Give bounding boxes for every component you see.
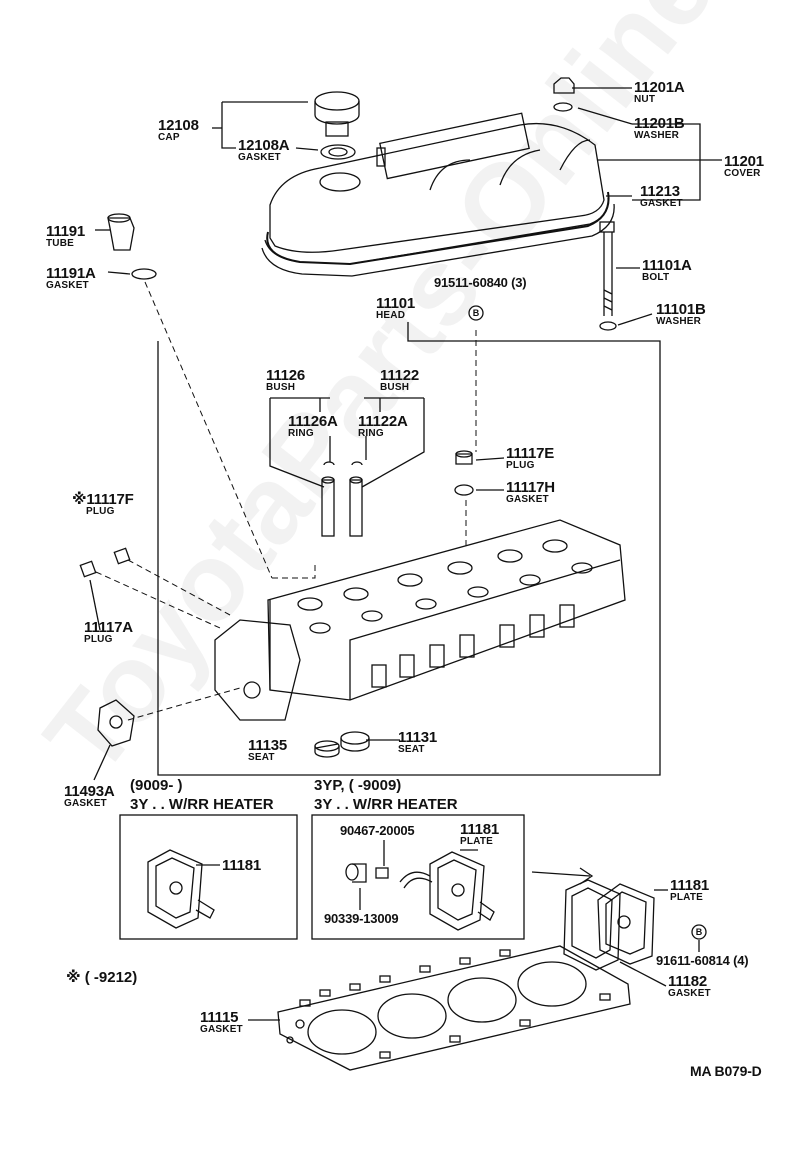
marker-b-bottom-letter: B <box>696 927 703 937</box>
callout-90467: 90467-20005 <box>340 823 415 838</box>
ring-11126a <box>323 461 335 466</box>
tube-gasket <box>131 268 157 280</box>
bush-11126 <box>321 476 335 537</box>
marker-b-bottom <box>691 924 707 940</box>
head-bolt <box>599 221 615 316</box>
tube-dash-line <box>144 281 273 579</box>
plug-11117f <box>113 547 131 565</box>
marker-b-top <box>468 305 484 321</box>
ring-11122a <box>351 461 363 466</box>
marker-b-top-letter: B <box>473 308 480 318</box>
head-frame <box>157 322 661 776</box>
seat-11131 <box>340 731 370 752</box>
callout-91611: 91611-60814 (4) <box>656 953 749 968</box>
head-gasket <box>277 945 631 1071</box>
nut-90467 <box>375 867 389 879</box>
box-left-line1: (9009- ) <box>130 777 183 794</box>
cap-gasket <box>320 144 356 160</box>
box-mid-line2: 3Y . . W/RR HEATER <box>314 796 458 813</box>
gasket-11493a <box>97 699 135 747</box>
plug-11117a <box>79 560 97 578</box>
oil-cap <box>314 91 360 137</box>
callout-91511: 91511-60840 (3) <box>434 275 527 290</box>
bolt-washer <box>599 321 617 331</box>
seat-11135 <box>314 740 340 758</box>
box-left-line2: 3Y . . W/RR HEATER <box>130 796 274 813</box>
tube <box>107 217 135 251</box>
plug-90339 <box>345 863 367 883</box>
box-mid <box>311 814 525 940</box>
plug-11117e <box>455 453 473 465</box>
box-mid-line1: 3YP, ( -9009) <box>314 777 402 794</box>
bush-11122 <box>349 476 363 537</box>
footnote: ※ ( -9212) <box>66 969 138 986</box>
gasket-11117h <box>454 484 474 496</box>
washer-top <box>553 102 573 112</box>
arrow <box>531 871 591 877</box>
plate-11181-right <box>597 883 655 965</box>
diagram-code: MA B079-D <box>690 1063 762 1079</box>
callout-11181-left: 11181 <box>222 857 262 874</box>
box-left <box>119 814 298 940</box>
cylinder-head <box>214 519 626 721</box>
nut <box>553 77 575 94</box>
plate-left <box>147 849 215 929</box>
cover-gasket <box>266 191 610 266</box>
plate-mid <box>399 851 495 931</box>
callout-90339: 90339-13009 <box>324 911 399 926</box>
gasket-11182 <box>563 879 621 971</box>
